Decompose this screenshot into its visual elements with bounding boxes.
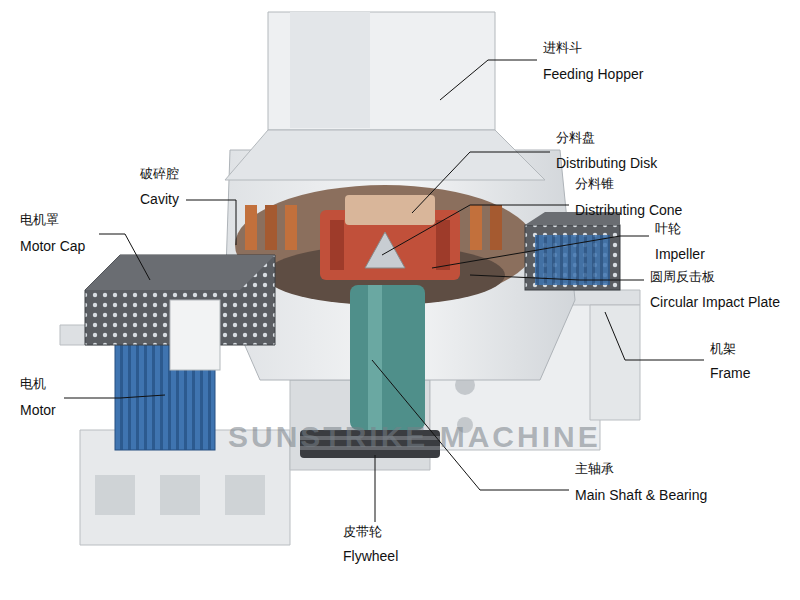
part-label: Cavity xyxy=(140,191,179,207)
part-label-zh: 电机 xyxy=(20,377,46,392)
part-label-zh: 机架 xyxy=(710,342,736,357)
part-label-zh: 皮带轮 xyxy=(343,525,382,540)
part-label-zh: 破碎腔 xyxy=(140,167,179,182)
part-label: Frame xyxy=(710,365,750,381)
part-label: Main Shaft & Bearing xyxy=(575,487,707,503)
part-label-zh: 分料锥 xyxy=(575,177,614,192)
part-label: Impeller xyxy=(655,246,705,262)
leader-line xyxy=(64,60,704,522)
part-label-zh: 叶轮 xyxy=(655,222,681,237)
part-label: Feeding Hopper xyxy=(543,66,643,82)
part-label-zh: 圆周反击板 xyxy=(650,270,715,285)
watermark: SUNSTRIKE MACHINE xyxy=(228,420,601,455)
part-label: Motor xyxy=(20,402,56,418)
part-label: Flywheel xyxy=(343,548,398,564)
part-label-zh: 分料盘 xyxy=(556,131,595,146)
part-label: Motor Cap xyxy=(20,238,85,254)
part-label-zh: 进料斗 xyxy=(543,41,582,56)
part-label: Distributing Cone xyxy=(575,202,682,218)
main-shaft xyxy=(350,285,425,430)
part-label-zh: 主轴承 xyxy=(575,462,614,477)
part-label: Distributing Disk xyxy=(556,155,657,171)
part-label-zh: 电机罩 xyxy=(20,213,59,228)
part-label: Circular Impact Plate xyxy=(650,294,780,310)
